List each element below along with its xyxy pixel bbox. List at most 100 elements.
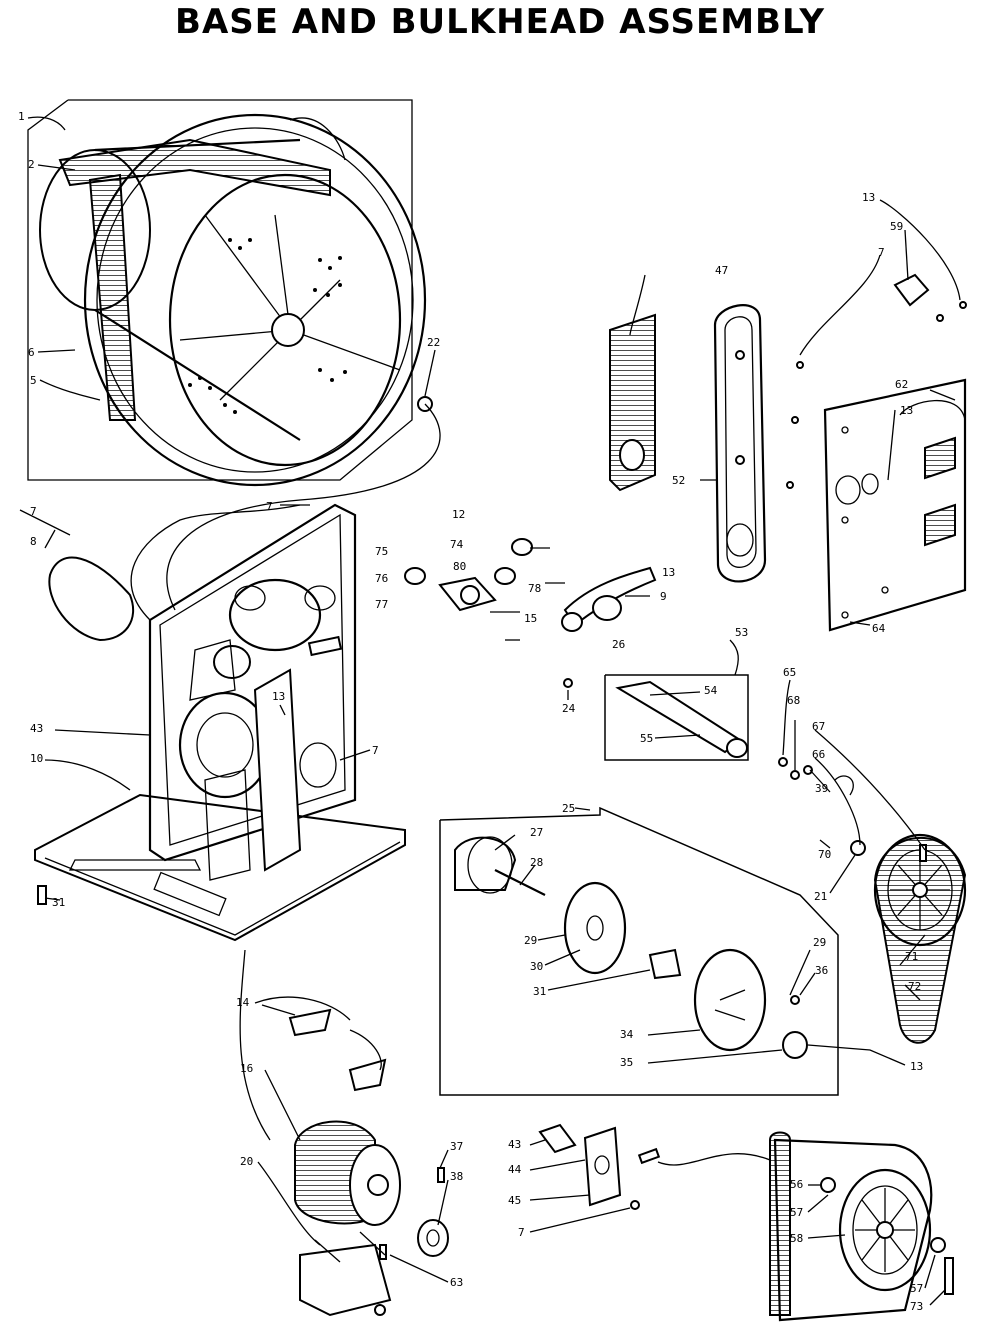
callout-label: 55 [640, 732, 653, 745]
callout-label: 13 [862, 191, 875, 204]
callout-label: 59 [890, 220, 903, 233]
callout-label: 67 [812, 720, 825, 733]
callout-label: 65 [783, 666, 796, 679]
callout-label: 13 [662, 566, 675, 579]
callout-label: 37 [450, 1140, 463, 1153]
callout-label: 29 [813, 936, 826, 949]
tensioner-bracket [583, 1126, 622, 1207]
callout-label: 31 [52, 896, 65, 909]
drum-perforations [188, 238, 347, 414]
lint-duct [713, 304, 767, 583]
callout-label: 47 [715, 264, 728, 277]
callout-label: 70 [818, 848, 831, 861]
diagram-title: BASE AND BULKHEAD ASSEMBLY [175, 2, 825, 42]
callout-label: 36 [815, 964, 828, 977]
callout-label: 72 [908, 980, 921, 993]
belt-tensioner [538, 1123, 771, 1210]
drum-side-baffle [88, 173, 137, 421]
blower-housing-rear [693, 948, 767, 1052]
callout-label: 20 [240, 1155, 253, 1168]
callout-label: 5 [30, 374, 37, 387]
callout-label: 57 [790, 1206, 803, 1219]
blower-shaft-group [404, 538, 657, 641]
callout-label: 43 [30, 722, 43, 735]
callout-label: 28 [530, 856, 543, 869]
callout-label: 38 [450, 1170, 463, 1183]
callout-label: 63 [450, 1276, 463, 1289]
callout-label: 7 [518, 1226, 525, 1239]
drum-top-baffle [58, 138, 331, 197]
callout-label: 53 [735, 626, 748, 639]
callout-label: 7 [372, 744, 379, 757]
callout-label: 78 [528, 582, 541, 595]
drive-pulley [850, 833, 967, 1044]
idler-plate [773, 1138, 933, 1322]
callout-label: 29 [524, 934, 537, 947]
callout-label: 21 [814, 890, 827, 903]
callout-labels: 1 2 5 6 22 7 8 7 12 74 75 76 80 77 78 13… [18, 110, 923, 1313]
blower-drive-group [439, 806, 839, 1096]
callout-label: 12 [452, 508, 465, 521]
callout-label: 68 [787, 694, 800, 707]
callout-label: 16 [240, 1062, 253, 1075]
callout-label: 64 [872, 622, 886, 635]
callout-label: 22 [427, 336, 440, 349]
callout-label: 14 [236, 996, 250, 1009]
base-plate [34, 793, 406, 942]
drum-assembly [27, 99, 441, 611]
idler-bracket-group [563, 674, 854, 796]
callout-label: 58 [790, 1232, 803, 1245]
drum-inner-ring [168, 173, 402, 467]
motor-mount [299, 1243, 392, 1317]
drum-hub [271, 313, 305, 347]
callout-label: 25 [562, 802, 575, 815]
drum-front-ring [83, 113, 427, 487]
callout-label: 66 [812, 748, 825, 761]
idler-pulley [592, 595, 622, 621]
callout-label: 1 [18, 110, 25, 123]
callout-label: 77 [375, 598, 388, 611]
callout-label: 57 [910, 1282, 923, 1295]
center-support [253, 668, 302, 872]
idler-assembly [769, 1131, 954, 1322]
rear-panel [823, 378, 967, 632]
callout-label: 80 [453, 560, 466, 573]
callout-label: 10 [30, 752, 43, 765]
callout-label: 45 [508, 1194, 521, 1207]
callout-label: 15 [524, 612, 537, 625]
blower-housing-front [563, 881, 627, 975]
callout-label: 7 [266, 500, 273, 513]
callout-label: 62 [895, 378, 908, 391]
callout-label: 56 [790, 1178, 803, 1191]
callout-label: 44 [508, 1163, 522, 1176]
bulkhead-panel [148, 503, 357, 862]
motor-assembly [239, 949, 449, 1317]
callout-label: 13 [910, 1060, 923, 1073]
callout-label: 52 [672, 474, 685, 487]
callout-label: 71 [905, 950, 918, 963]
callout-label: 7 [878, 246, 885, 259]
tension-spring [944, 1257, 954, 1295]
rear-panels [609, 273, 967, 632]
callout-label: 75 [375, 545, 388, 558]
drive-motor-coupling [648, 948, 682, 980]
callout-label: 27 [530, 826, 543, 839]
callout-label: 2 [28, 158, 35, 171]
leveling-leg [37, 885, 47, 905]
callout-label: 13 [272, 690, 285, 703]
callout-label: 74 [450, 538, 464, 551]
callout-label: 35 [620, 1056, 633, 1069]
callout-label: 8 [30, 535, 37, 548]
callout-label: 43 [508, 1138, 521, 1151]
motor-pulley-small [417, 1219, 449, 1257]
leader-lines [27, 116, 961, 1306]
callout-label: 76 [375, 572, 388, 585]
callout-label: 73 [910, 1300, 923, 1313]
callout-label: 54 [704, 684, 718, 697]
callout-label: 34 [620, 1028, 634, 1041]
exhaust-duct [48, 556, 135, 642]
callout-label: 9 [660, 590, 667, 603]
callout-label: 31 [533, 985, 546, 998]
callout-label: 6 [28, 346, 35, 359]
